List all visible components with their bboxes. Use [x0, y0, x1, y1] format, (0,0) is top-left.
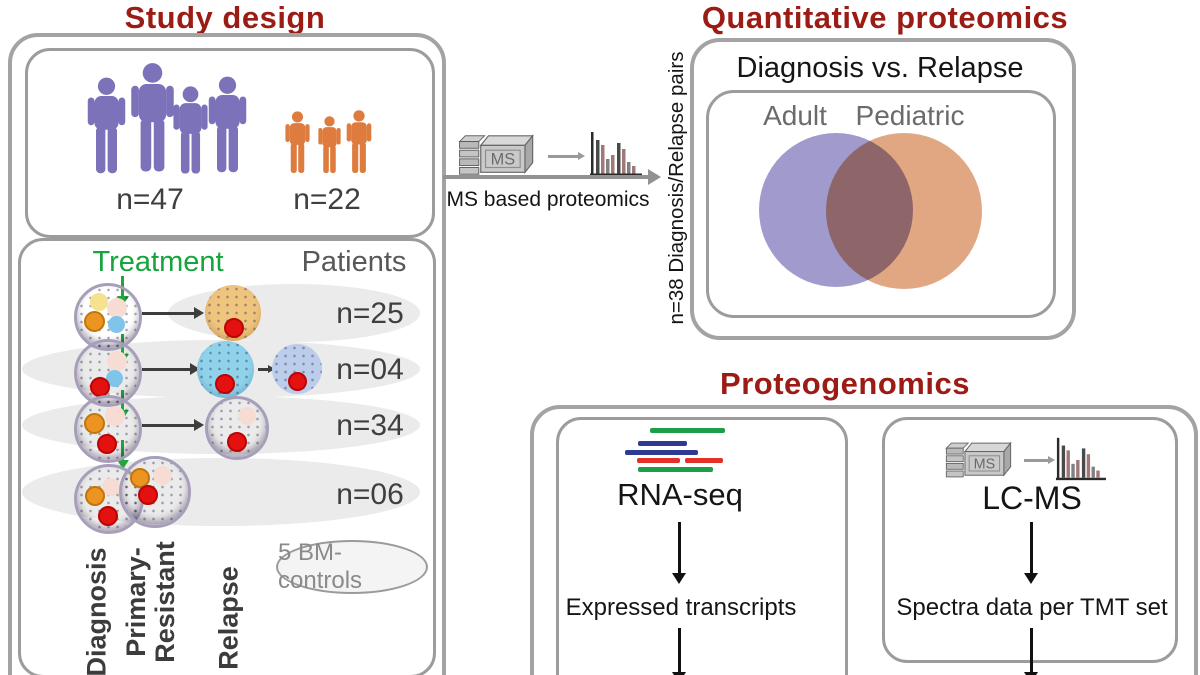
- svg-text:MS: MS: [974, 456, 996, 472]
- pediatric-count: n=22: [293, 183, 361, 216]
- treated-cell-icon: [272, 344, 322, 394]
- treated-cell-icon: [205, 396, 269, 460]
- rna-reads-icon: [625, 426, 730, 473]
- row-count: n=34: [336, 409, 404, 442]
- right-arrow-icon: [548, 155, 578, 158]
- ms-flow-label: MS based proteomics: [446, 188, 650, 211]
- ms-instrument-icon: MS: [458, 134, 534, 175]
- pairs-count-label: n=38 Diagnosis/Relapse pairs: [665, 51, 688, 325]
- right-arrow-icon: [258, 368, 268, 371]
- down-arrow-icon: [678, 628, 681, 673]
- row-count: n=04: [336, 353, 404, 386]
- right-arrow-icon: [142, 368, 190, 371]
- leukemia-cell-icon: [74, 339, 142, 407]
- venn-right-label: Pediatric: [855, 100, 965, 131]
- svg-text:MS: MS: [491, 151, 516, 169]
- row-count: n=06: [336, 478, 404, 511]
- spectrum-icon: [1055, 437, 1106, 481]
- ms-instrument-icon: MS: [945, 441, 1012, 478]
- down-arrow-icon: [1030, 628, 1033, 673]
- spectra-data-label: Spectra data per TMT set: [896, 594, 1168, 621]
- stage-label-primary-resistant: Primary- Resistant: [120, 541, 180, 663]
- down-arrow-icon: [678, 522, 681, 574]
- rna-seq-label: RNA-seq: [617, 477, 743, 512]
- spectrum-icon: [590, 132, 642, 176]
- adult-person-icon: [84, 77, 129, 175]
- treatment-header: Treatment: [92, 246, 224, 278]
- right-arrow-icon: [142, 312, 194, 315]
- adult-count: n=47: [116, 183, 184, 216]
- diagnosis-vs-relapse-label: Diagnosis vs. Relapse: [736, 52, 1024, 84]
- row-count: n=25: [336, 297, 404, 330]
- right-arrow-icon: [142, 424, 194, 427]
- child-person-icon: [316, 116, 343, 174]
- expressed-transcripts-label: Expressed transcripts: [565, 594, 797, 621]
- lc-ms-label: LC-MS: [982, 480, 1082, 516]
- treated-cell-icon: [197, 341, 254, 398]
- venn-left-label: Adult: [763, 100, 827, 131]
- child-person-icon: [283, 111, 312, 174]
- stage-label-diagnosis: Diagnosis: [81, 547, 112, 675]
- venn-pediatric-circle: [826, 133, 982, 289]
- patients-header: Patients: [301, 246, 407, 278]
- quantitative-proteomics-title: Quantitative proteomics: [701, 0, 1069, 35]
- stage-label-relapse: Relapse: [213, 566, 244, 670]
- adult-person-icon: [205, 76, 250, 174]
- treated-cell-icon: [205, 285, 261, 341]
- study-design-title: Study design: [124, 0, 326, 35]
- right-arrow-icon: [1024, 459, 1048, 462]
- ms-proteomics-arrow-icon: [443, 175, 648, 179]
- leukemia-cell-icon: [119, 456, 191, 528]
- child-person-icon: [344, 110, 374, 174]
- down-arrow-icon: [1030, 522, 1033, 574]
- venn-diagram: [759, 133, 984, 290]
- proteogenomics-title: Proteogenomics: [720, 366, 970, 401]
- bm-controls-badge: 5 BM-controls: [276, 539, 428, 594]
- leukemia-cell-icon: [74, 395, 142, 463]
